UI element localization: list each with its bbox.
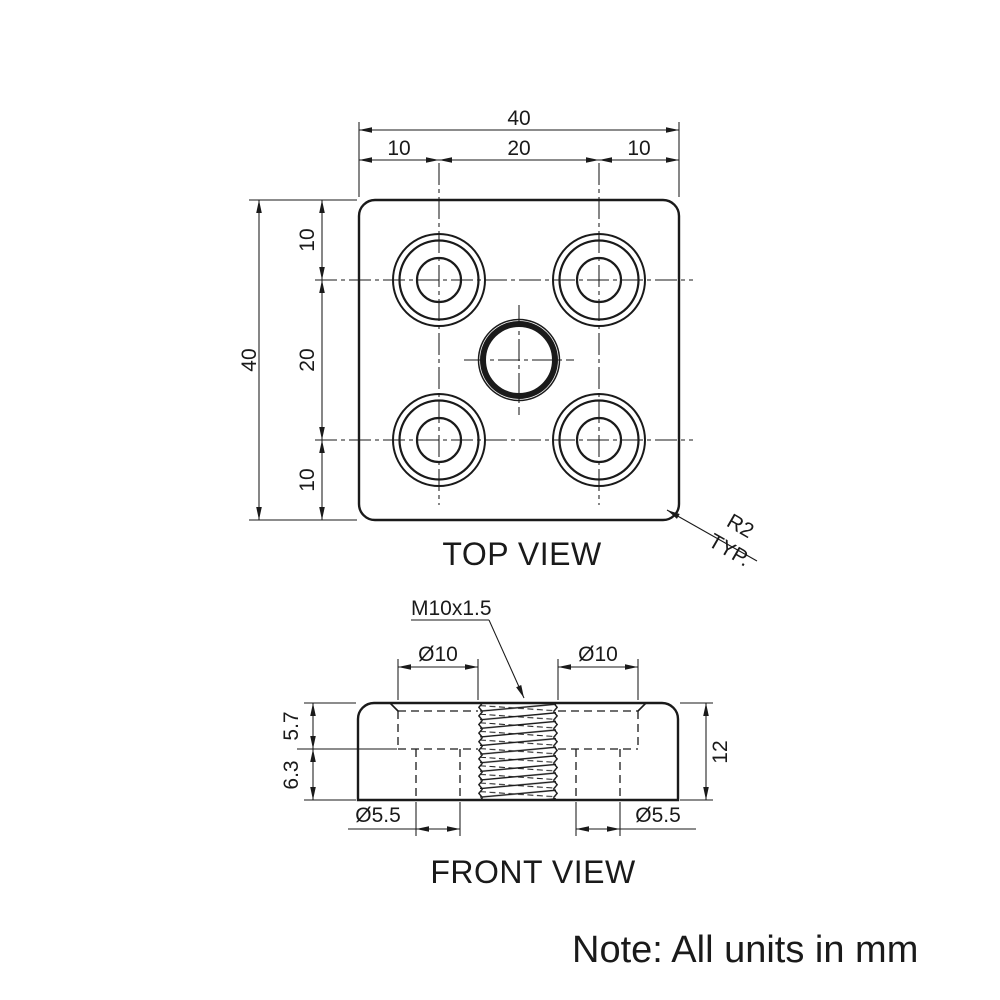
dim-text-width-seg1: 10 [387, 137, 410, 160]
dim-through-hole-left: Ø5.5 [348, 802, 461, 836]
dim-counterbore-right: Ø10 [557, 643, 639, 700]
dim-through-hole-depth: 6.3 [280, 749, 356, 801]
dim-counterbore-depth: 5.7 [280, 702, 397, 750]
top-view: 40 10 20 10 40 10 20 10 R2 TYP. [238, 107, 758, 572]
dim-text-width-total: 40 [507, 107, 530, 130]
plate-outline [357, 198, 681, 522]
dim-side-height-overall: 40 [238, 199, 357, 521]
body-outline [356, 701, 680, 802]
front-view-label: FRONT VIEW [430, 854, 636, 890]
counterbore-chamfer-edges [389, 702, 647, 712]
front-view: Ø10 Ø10 M10x1.5 5.7 6.3 12 [280, 597, 732, 890]
dim-counterbore-left: Ø10 [397, 643, 479, 700]
dim-text-counterbore-left: Ø10 [418, 643, 458, 666]
dim-text-thread: M10x1.5 [411, 597, 492, 620]
dim-text-through-hole-depth: 6.3 [280, 760, 303, 789]
dim-side-height-chain: 10 20 10 [296, 200, 325, 520]
dim-text-plate-thickness: 12 [709, 740, 732, 763]
dim-top-width-chain: 10 20 10 [359, 137, 679, 163]
centerlines-top-view [315, 163, 693, 505]
dim-text-through-hole-left: Ø5.5 [355, 804, 401, 827]
dim-plate-thickness: 12 [680, 702, 732, 801]
dim-text-height-seg3: 10 [296, 468, 319, 491]
corner-radius-callout: R2 TYP. [666, 509, 758, 571]
dim-text-width-seg3: 10 [627, 137, 650, 160]
top-view-label: TOP VIEW [442, 536, 602, 572]
dim-text-height-seg2: 20 [296, 348, 319, 371]
thread-section [478, 703, 558, 800]
dim-text-height-seg1: 10 [296, 228, 319, 251]
thread-callout: M10x1.5 [411, 597, 525, 699]
dim-text-counterbore-right: Ø10 [578, 643, 618, 666]
dim-through-hole-right: Ø5.5 [575, 802, 696, 836]
units-note: Note: All units in mm [572, 929, 918, 971]
dim-text-height-total: 40 [238, 348, 261, 371]
dim-text-through-hole-right: Ø5.5 [635, 804, 681, 827]
dim-text-counterbore-depth: 5.7 [280, 711, 303, 740]
hidden-hole-lines [397, 710, 639, 800]
dim-text-width-seg2: 20 [507, 137, 530, 160]
